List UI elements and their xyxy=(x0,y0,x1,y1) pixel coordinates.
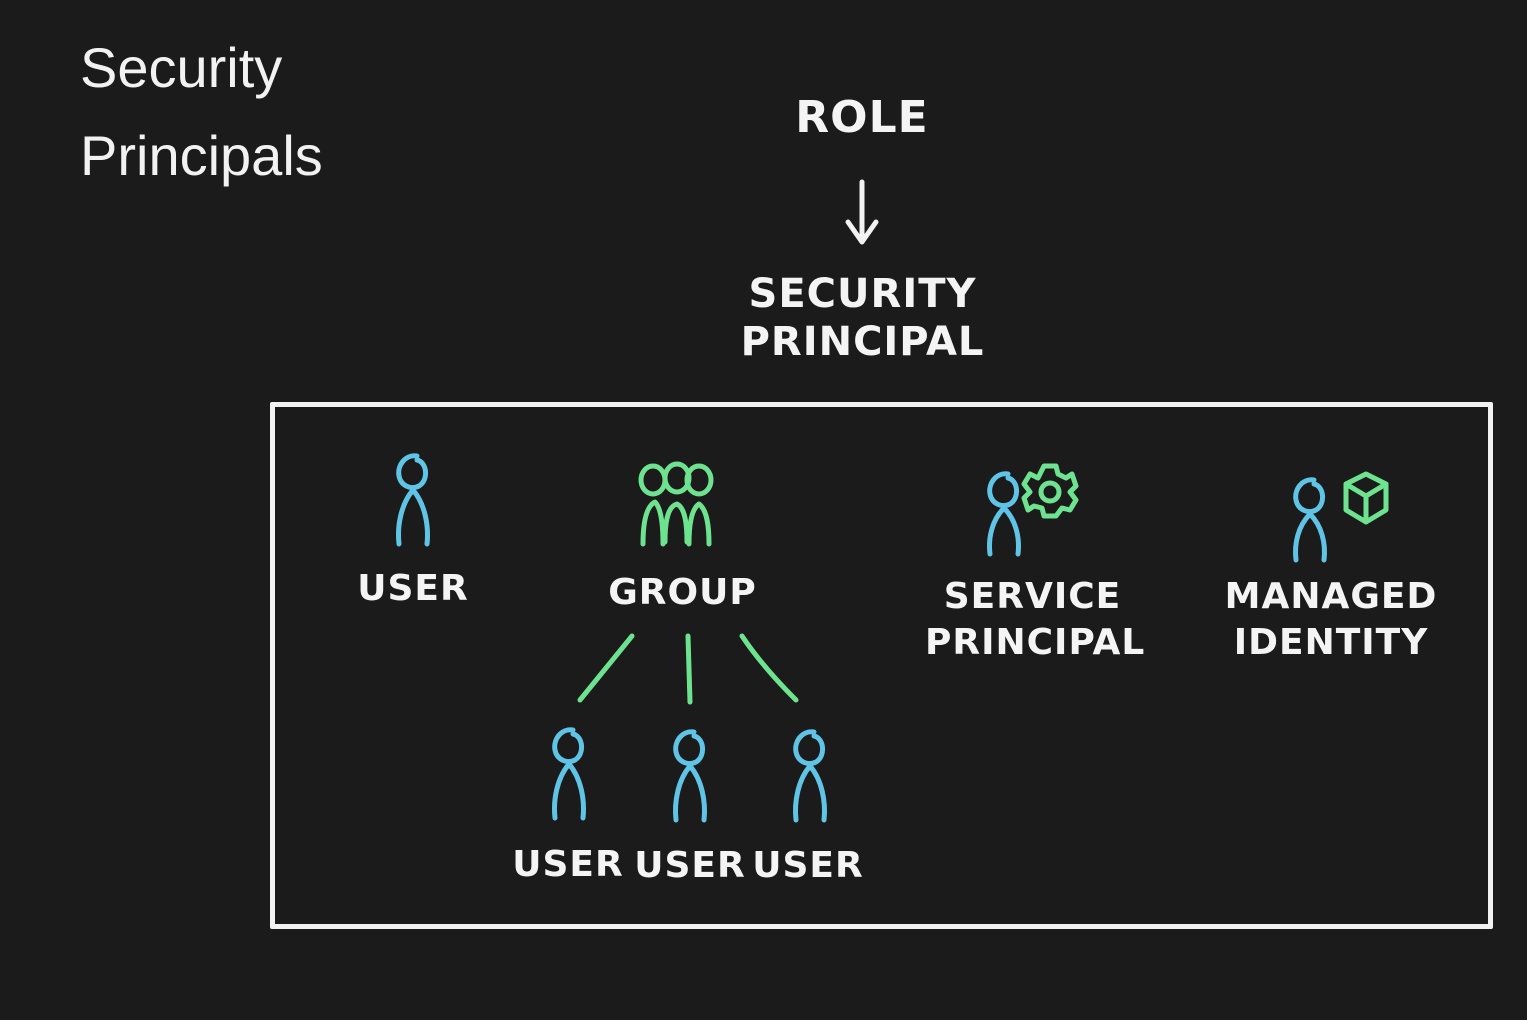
managed-identity-line1: MANAGED xyxy=(1224,576,1438,617)
service-principal-user-icon xyxy=(987,471,1021,557)
member-user-label-2: USER xyxy=(634,845,746,886)
slide-title: Security Principals xyxy=(80,24,323,200)
member-user-icon-3 xyxy=(793,729,827,823)
member-user-label-1: USER xyxy=(512,844,624,885)
arrow-down-icon xyxy=(845,179,879,245)
user-icon xyxy=(396,453,430,547)
service-principal-line1: SERVICE xyxy=(943,576,1122,617)
security-principal-line2: PRINCIPAL xyxy=(740,319,985,365)
security-principal-label: SECURITY PRINCIPAL xyxy=(740,270,985,366)
security-principal-line1: SECURITY xyxy=(748,271,977,317)
managed-identity-user-icon xyxy=(1293,477,1327,563)
user-label: USER xyxy=(357,568,469,609)
member-user-icon-2 xyxy=(673,729,707,823)
member-user-icon-1 xyxy=(552,727,586,821)
cube-icon xyxy=(1343,471,1389,525)
role-label: ROLE xyxy=(795,92,929,143)
slide-title-line2: Principals xyxy=(80,124,323,187)
member-user-label-3: USER xyxy=(752,845,864,886)
slide-title-line1: Security xyxy=(80,36,283,99)
group-connector-lines xyxy=(577,633,799,705)
managed-identity-line2: IDENTITY xyxy=(1233,622,1429,663)
service-principal-label: SERVICE PRINCIPAL xyxy=(925,574,1146,666)
group-icon xyxy=(638,461,714,547)
group-label: GROUP xyxy=(608,572,757,613)
principal-types-box xyxy=(270,402,1493,929)
managed-identity-label: MANAGED IDENTITY xyxy=(1222,574,1440,666)
service-principal-line2: PRINCIPAL xyxy=(925,622,1146,663)
gear-icon xyxy=(1021,463,1079,519)
